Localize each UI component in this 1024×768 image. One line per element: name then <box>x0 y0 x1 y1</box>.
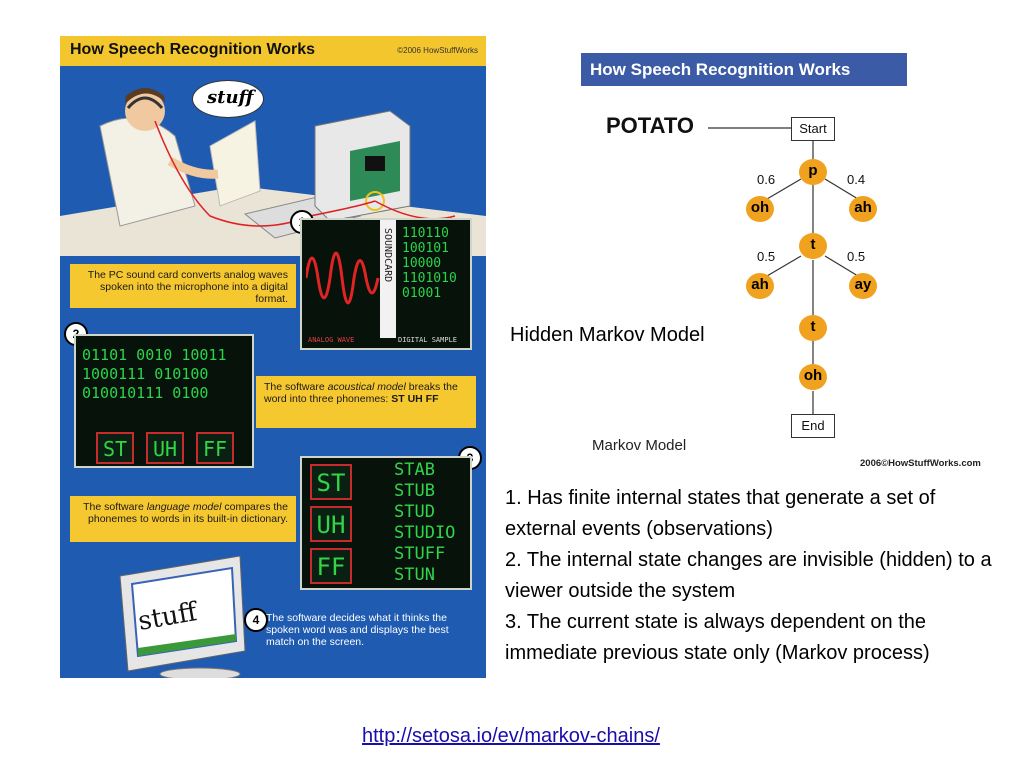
step-4-badge: 4 <box>244 608 268 632</box>
prob-p-ah: 0.4 <box>847 172 866 187</box>
infographic-header: How Speech Recognition Works ©2006 HowSt… <box>60 36 486 66</box>
person-at-computer-illustration <box>60 88 486 256</box>
state-node-ay: ay <box>849 273 877 299</box>
analog-wave-label: ANALOG WAVE <box>308 336 355 344</box>
prob-t-ah: 0.5 <box>757 249 776 264</box>
phoneme-box: UH <box>146 432 184 464</box>
soundcard-label: SOUNDCARD <box>382 228 393 283</box>
hmm-property-3: 3. The current state is always dependent… <box>505 611 930 664</box>
phoneme-box: UH <box>310 506 352 542</box>
state-node-t: t <box>799 233 827 259</box>
step-4-text: The software decides what it thinks the … <box>266 612 449 648</box>
digital-bits: 110110 100101 10000 1101010 01001 <box>402 226 457 301</box>
hmm-property-2: 2. The internal state changes are invisi… <box>505 549 992 602</box>
digital-bits-row: 1101010 <box>402 271 457 286</box>
binary-row: 010010111 0100 <box>82 384 209 402</box>
dictionary-word: STUN <box>394 565 435 585</box>
phoneme-box: ST <box>310 464 352 500</box>
step-3-text-a: The software <box>83 501 147 513</box>
soundcard-panel: SOUNDCARD 110110 100101 10000 1101010 01… <box>300 218 472 350</box>
dictionary-word: STUB <box>394 481 435 501</box>
prob-t-ay: 0.5 <box>847 249 866 264</box>
digital-bits-row: 01001 <box>402 286 442 301</box>
dictionary-word: STUDIO <box>394 523 456 543</box>
step-2-text-em: acoustical model <box>327 381 406 393</box>
speech-recognition-infographic: How Speech Recognition Works ©2006 HowSt… <box>60 36 486 678</box>
state-node-oh: oh <box>746 196 774 222</box>
step-2-text-strong: ST UH FF <box>391 393 439 405</box>
markov-diagram-title: How Speech Recognition Works <box>581 53 907 86</box>
state-node-p: p <box>799 159 827 185</box>
hmm-description: 1. Has finite internal states that gener… <box>505 483 1000 669</box>
dictionary-word: STUD <box>394 502 435 522</box>
phoneme-box: FF <box>196 432 234 464</box>
step-2-text-b: breaks the word into three phonemes: <box>264 381 458 405</box>
monitor-illustration <box>119 556 246 678</box>
infographic-copyright: ©2006 HowStuffWorks <box>397 46 478 55</box>
step-3-text-b: compares the phonemes to words in its bu… <box>88 501 288 525</box>
dictionary-word: STAB <box>394 460 435 480</box>
hmm-property-1: 1. Has finite internal states that gener… <box>505 487 936 540</box>
state-node-t: t <box>799 315 827 341</box>
step-3-text-em: language model <box>146 501 222 513</box>
digital-bits-row: 110110 <box>402 226 449 241</box>
acoustic-model-panel: 01101 0010 10011 1000111 010100 01001011… <box>74 334 254 468</box>
digital-bits-row: 100101 <box>402 241 449 256</box>
markov-credit: 2006©HowStuffWorks.com <box>860 458 981 469</box>
state-node-oh: oh <box>799 364 827 390</box>
state-node-ah: ah <box>849 196 877 222</box>
hidden-markov-model-label: Hidden Markov Model <box>510 324 705 346</box>
binary-row: 01101 0010 10011 <box>82 346 227 364</box>
dictionary-words: STAB STUB STUD STUDIO STUFF STUN <box>394 460 455 586</box>
language-model-panel: ST UH FF STAB STUB STUD STUDIO STUFF STU… <box>300 456 472 590</box>
start-state: Start <box>791 117 835 141</box>
analog-wave-graphic <box>306 251 380 305</box>
speech-bubble: stuff <box>192 80 264 118</box>
soundcard-strip: SOUNDCARD <box>380 220 396 338</box>
state-node-ah: ah <box>746 273 774 299</box>
infographic-title: How Speech Recognition Works <box>70 41 316 58</box>
binary-row: 1000111 010100 <box>82 365 209 383</box>
binary-rows: 01101 0010 10011 1000111 010100 01001011… <box>82 346 227 403</box>
prob-p-oh: 0.6 <box>757 172 776 187</box>
end-state: End <box>791 414 835 438</box>
digital-bits-row: 10000 <box>402 256 442 271</box>
markov-chains-link[interactable]: http://setosa.io/ev/markov-chains/ <box>362 725 660 747</box>
phoneme-box: FF <box>310 548 352 584</box>
markov-diagram-lines <box>708 127 859 414</box>
dictionary-word: STUFF <box>394 544 446 564</box>
step-2-text-a: The software <box>264 381 328 393</box>
digital-sample-label: DIGITAL SAMPLE <box>398 336 458 344</box>
speech-bubble-text: stuff <box>207 87 254 108</box>
step-3-callout: The software language model compares the… <box>70 496 296 542</box>
step-1-callout: The PC sound card converts analog waves … <box>70 264 296 308</box>
phoneme-box: ST <box>96 432 134 464</box>
step-2-callout: The software acoustical model breaks the… <box>256 376 476 428</box>
markov-word: POTATO <box>606 113 694 138</box>
markov-caption: Markov Model <box>592 437 687 454</box>
